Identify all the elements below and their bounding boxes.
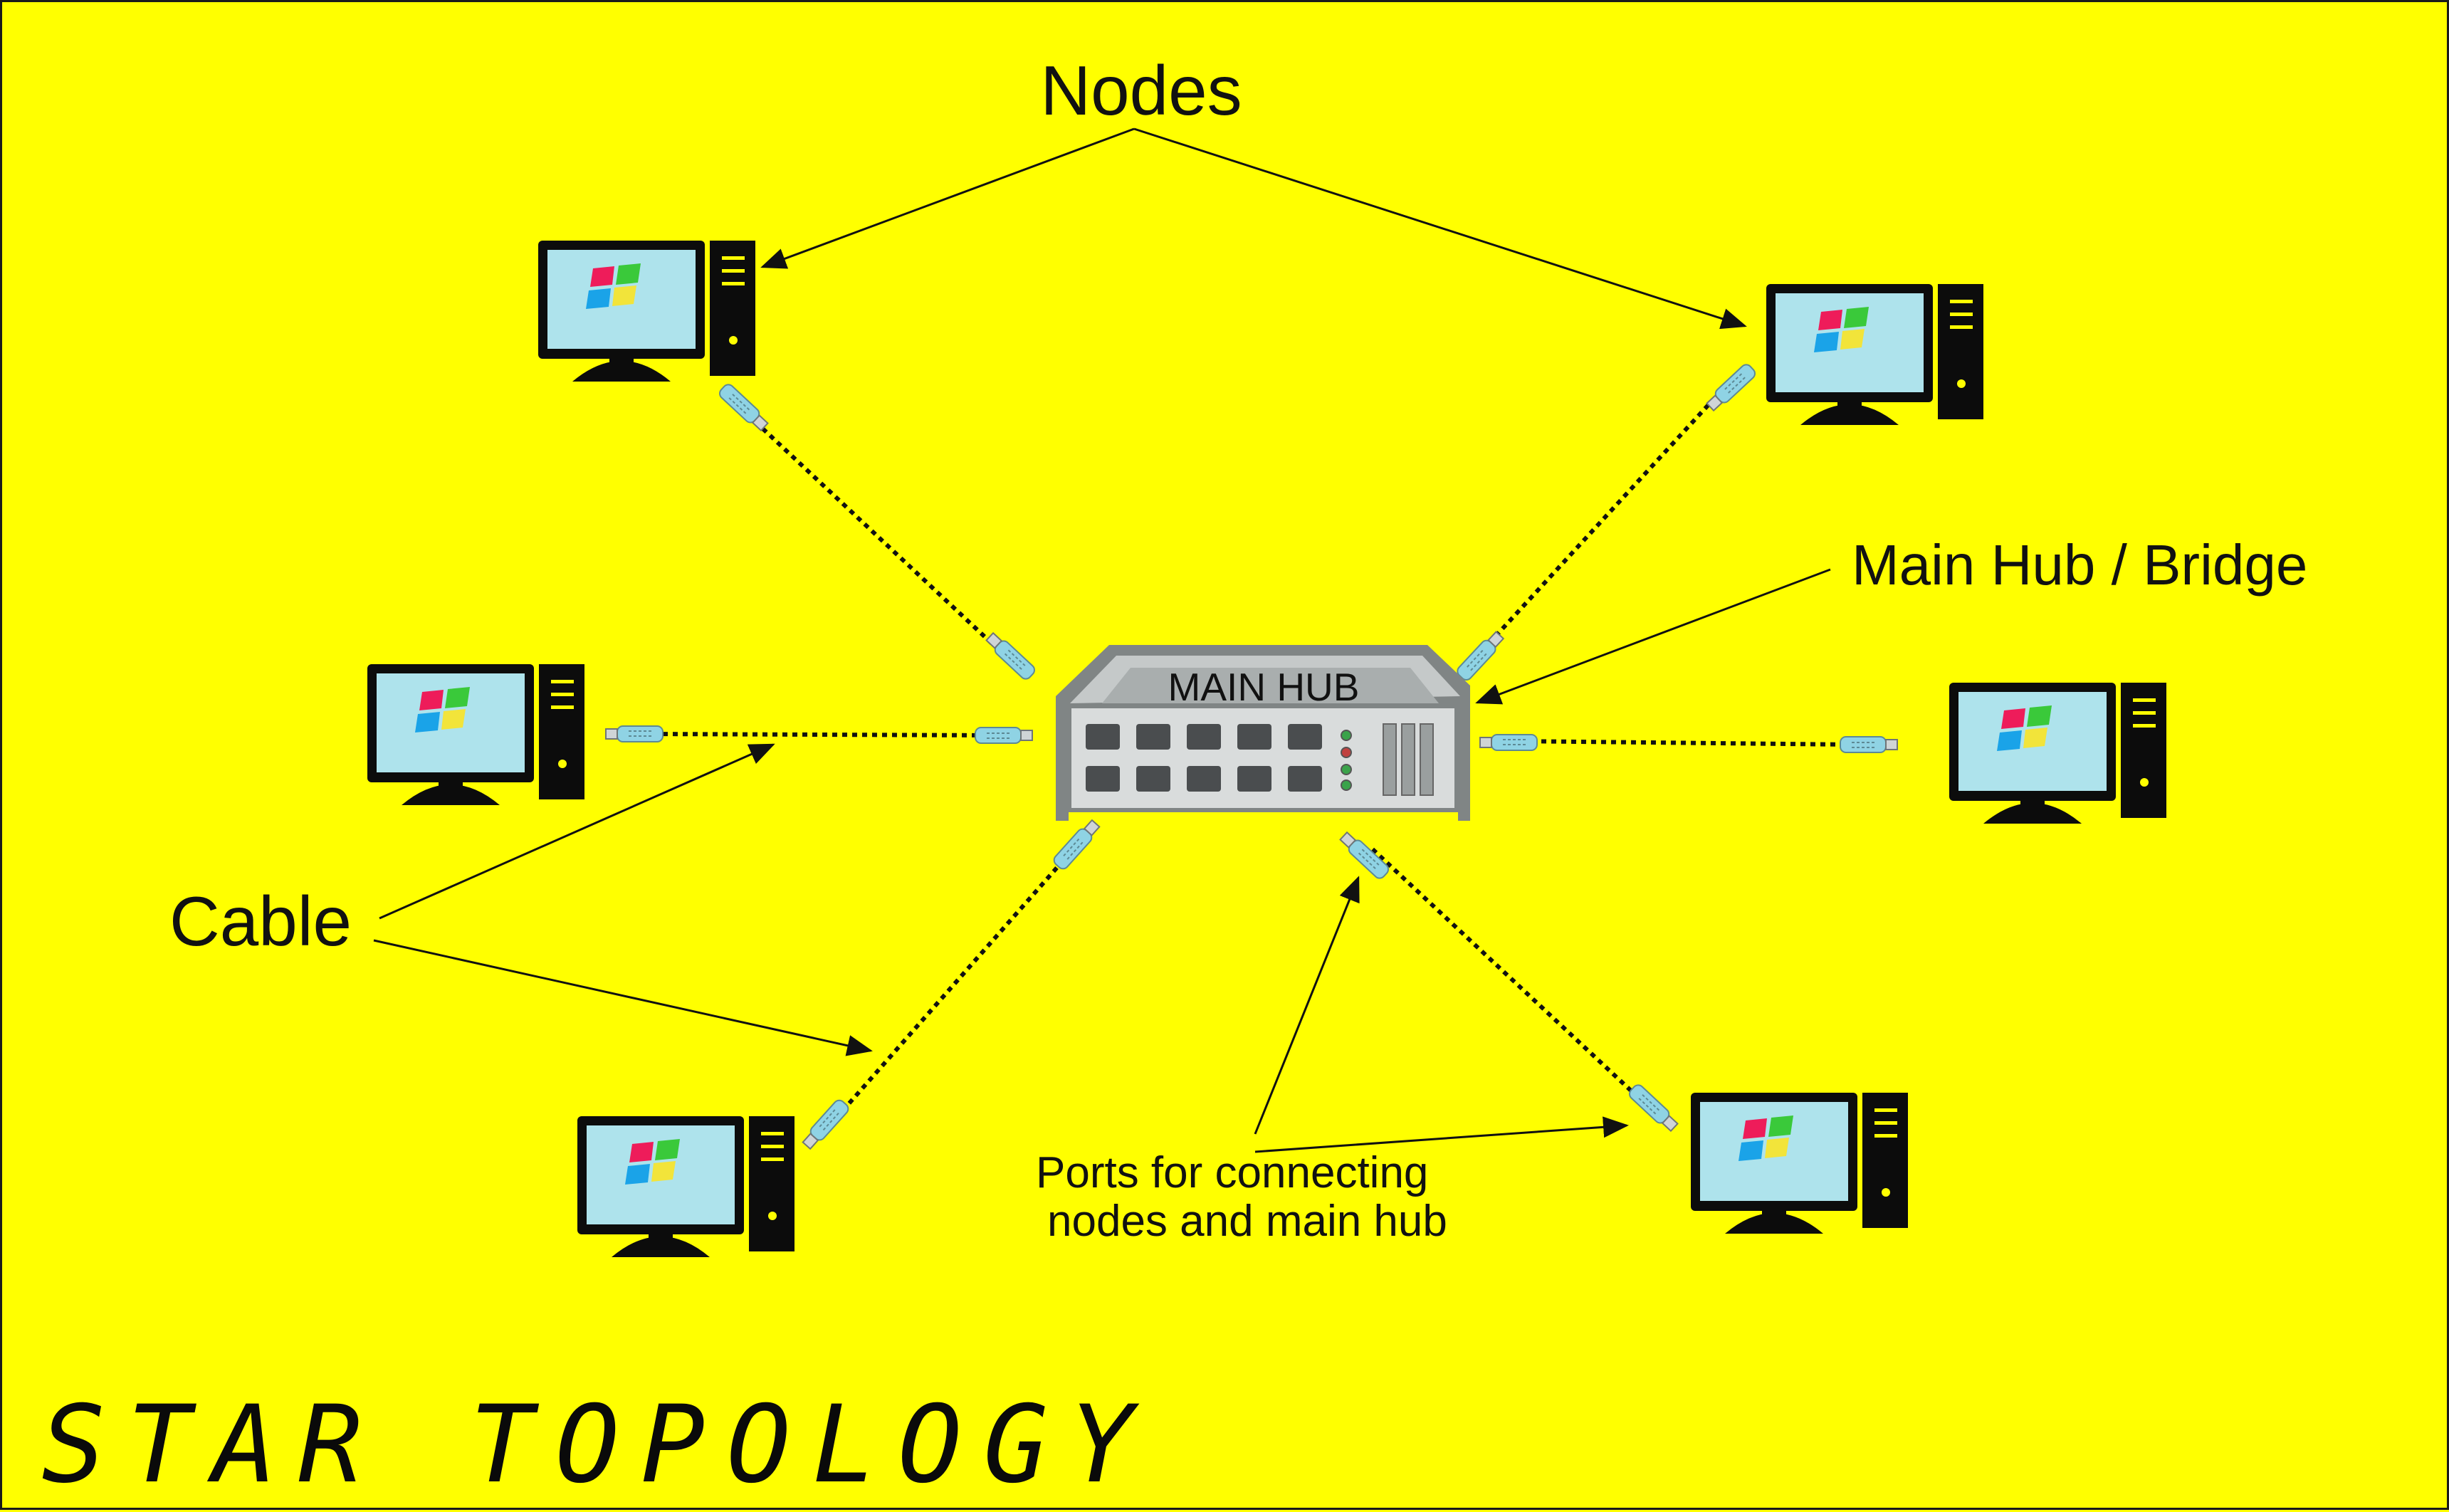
connector — [1454, 629, 1506, 683]
computer-node-icon — [1949, 683, 2166, 824]
computer-node-icon — [367, 664, 584, 805]
connector — [605, 725, 664, 742]
connector — [1479, 734, 1538, 751]
cable-node-3 — [642, 732, 996, 737]
connector — [1626, 1082, 1681, 1134]
connector — [799, 1097, 851, 1152]
connector — [1051, 817, 1103, 872]
connector — [1704, 362, 1758, 414]
diagram-title: STAR TOPOLOGY — [41, 1383, 1155, 1507]
cable-node-5 — [829, 851, 1072, 1125]
connector — [1840, 736, 1898, 753]
ports-label-line2: nodes and main hub — [1047, 1197, 1447, 1246]
nodes-label: Nodes — [1040, 51, 1242, 130]
main-hub-icon: MAIN HUB — [1056, 645, 1470, 821]
computer-node-icon — [538, 241, 755, 382]
cable-node-2 — [1481, 381, 1731, 652]
cables — [642, 381, 1854, 1125]
computer-node-icon — [577, 1116, 795, 1257]
computer-node-icon — [1691, 1093, 1908, 1234]
annotation-arrows — [373, 127, 1831, 1153]
cable-label: Cable — [169, 882, 352, 960]
cable-node-1 — [746, 413, 1001, 652]
connector — [716, 382, 771, 434]
cable-node-6 — [1370, 847, 1645, 1104]
computer-node-icon — [1766, 284, 1983, 425]
connector — [975, 727, 1033, 744]
connector — [1337, 829, 1392, 881]
cable-node-4 — [1511, 739, 1854, 747]
hub-label: MAIN HUB — [1168, 665, 1360, 709]
connector — [983, 630, 1038, 682]
main-hub-bridge-label: Main Hub / Bridge — [1852, 533, 2307, 597]
ports-label-line1: Ports for connecting — [1036, 1148, 1428, 1197]
